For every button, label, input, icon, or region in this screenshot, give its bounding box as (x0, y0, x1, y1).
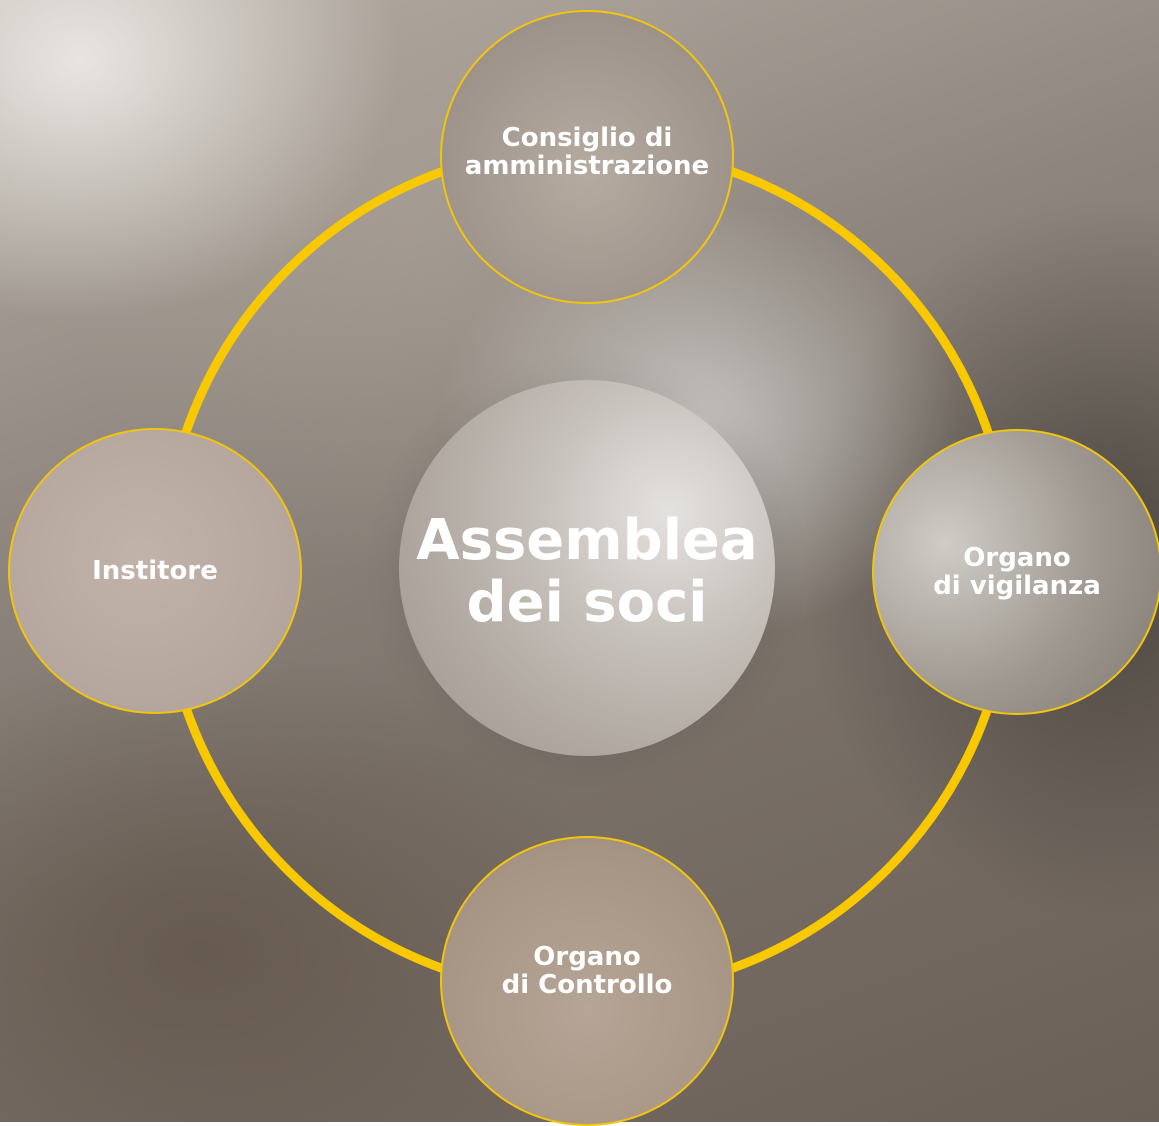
node-bottom-label: Organo di Controllo (501, 941, 673, 1000)
center-node-assemblea: Assemblea dei soci (399, 380, 775, 756)
node-organo-di-vigilanza: Organo di vigilanza (872, 429, 1159, 715)
node-organo-di-controllo: Organo di Controllo (440, 836, 734, 1126)
node-top-label: Consiglio di amministrazione (464, 122, 710, 181)
center-node-label: Assemblea dei soci (416, 508, 758, 635)
node-right-label: Organo di vigilanza (933, 542, 1101, 601)
node-consiglio-di-amministrazione: Consiglio di amministrazione (440, 10, 734, 304)
node-left-label: Institore (92, 555, 218, 586)
node-institore: Institore (8, 428, 302, 714)
